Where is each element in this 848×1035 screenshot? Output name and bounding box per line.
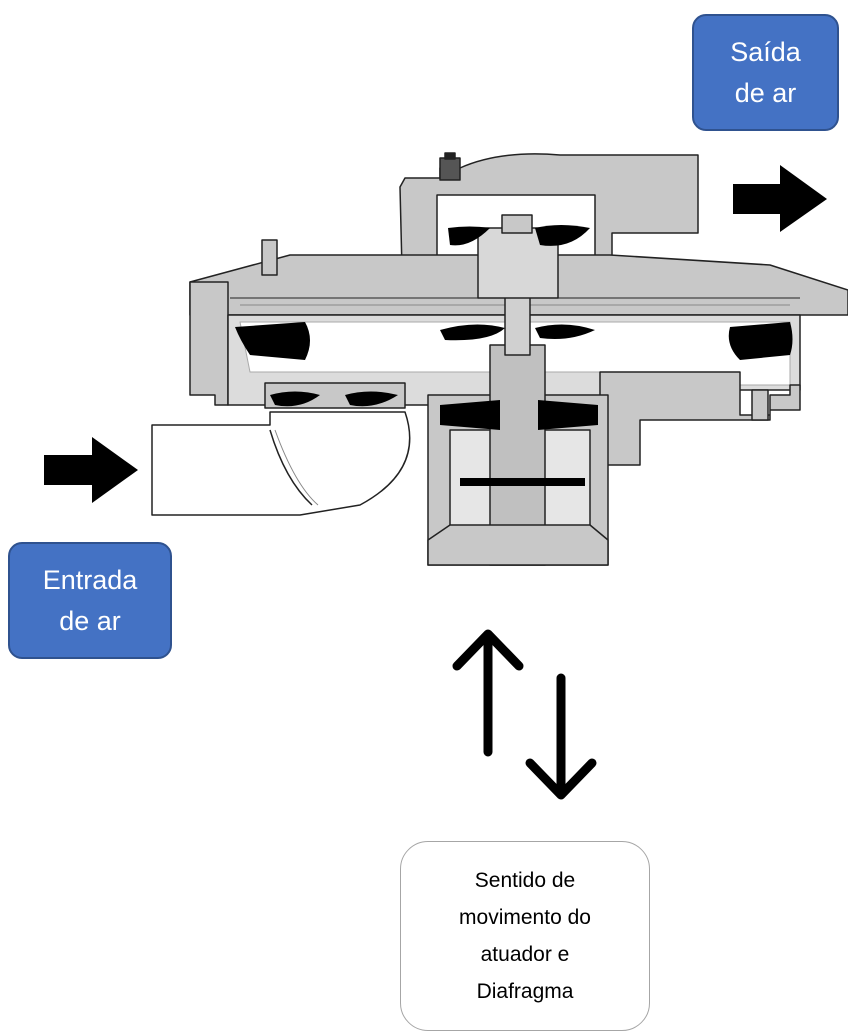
stem-top — [504, 294, 531, 356]
right-post — [751, 389, 769, 421]
seal-lower-right — [538, 400, 598, 430]
inlet-pipe — [151, 411, 411, 516]
left-post — [261, 239, 278, 276]
bolt-cap — [444, 152, 456, 160]
saida-label: Saída de ar — [692, 14, 839, 131]
sentido-line4: Diafragma — [476, 980, 574, 1003]
seal-top-right — [535, 225, 590, 246]
seal-inlet-left — [270, 391, 320, 407]
seal-ring — [460, 478, 585, 486]
arrow-down — [525, 673, 597, 800]
seal-left — [235, 322, 310, 360]
entrada-line1: Entrada — [42, 564, 138, 595]
saida-line2: de ar — [734, 77, 797, 108]
valve-body — [151, 152, 848, 566]
seals — [235, 225, 793, 486]
right-body — [599, 371, 801, 466]
bolt — [439, 157, 461, 181]
inlet-valve-curve — [269, 429, 313, 506]
outlet-flow-arrow — [733, 165, 827, 232]
sentido-line3: atuador e — [480, 943, 570, 966]
movement-arrows — [452, 629, 597, 800]
seal-mid-right — [535, 324, 595, 339]
sentido-line1: Sentido de — [474, 869, 576, 892]
inlet-flow-arrow — [44, 437, 138, 503]
saida-line1: Saída — [730, 36, 801, 67]
seal-right — [728, 322, 793, 360]
seal-lower-left — [440, 400, 500, 430]
sentido-label: Sentido de movimento do atuador e Diafra… — [400, 841, 650, 1031]
bottom-flange — [427, 524, 609, 566]
seal-top-left — [448, 226, 490, 246]
seal-inlet-right — [345, 391, 398, 407]
sentido-line2: movimento do — [459, 906, 591, 929]
left-body — [189, 281, 229, 406]
arrow-up — [452, 629, 524, 757]
entrada-line2: de ar — [59, 605, 121, 636]
entrada-label: Entrada de ar — [8, 542, 172, 659]
seal-mid-left — [440, 324, 505, 341]
